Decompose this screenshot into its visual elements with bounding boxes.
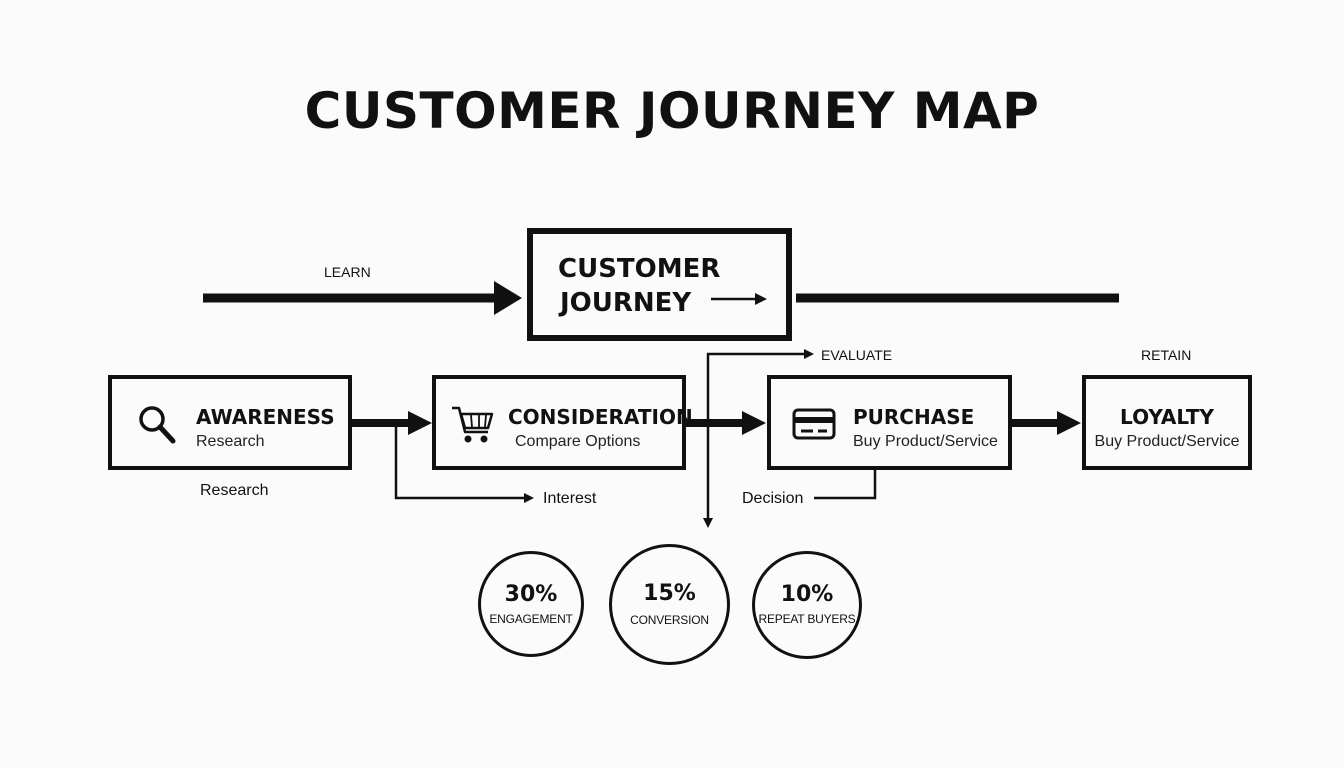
purchase-to-loyalty-arrowhead <box>1057 411 1081 435</box>
retain-label: RETAIN <box>1141 347 1192 363</box>
metric-repeat-buyers: 10% REPEAT BUYERS <box>752 551 862 659</box>
interest-label: Interest <box>543 490 597 507</box>
search-icon <box>139 406 176 444</box>
stage-subtitle: Research <box>196 433 265 450</box>
evaluate-branch-line <box>706 352 806 520</box>
metric-value: 15% <box>643 581 696 606</box>
credit-card-icon <box>792 408 836 440</box>
stage-subtitle: Buy Product/Service <box>853 433 998 450</box>
stage-awareness: AWARENESS Research <box>108 375 352 470</box>
evaluate-label: EVALUATE <box>821 347 893 363</box>
customer-journey-box: CUSTOMER JOURNEY <box>527 228 792 341</box>
interest-branch-line <box>394 424 526 500</box>
evaluate-down-arrowhead <box>703 518 713 528</box>
metric-label: REPEAT BUYERS <box>758 612 856 626</box>
research-label: Research <box>200 482 269 499</box>
metric-value: 30% <box>504 582 558 607</box>
arrow-right-icon <box>711 293 767 305</box>
interest-branch-arrowhead <box>524 493 534 503</box>
stage-title: PURCHASE <box>853 405 975 429</box>
center-box-line-1: CUSTOMER <box>558 254 721 284</box>
cart-icon <box>452 406 494 443</box>
center-box-line-2: JOURNEY <box>560 288 692 318</box>
stage-loyalty: LOYALTY Buy Product/Service <box>1082 375 1252 470</box>
learn-label: LEARN <box>324 264 371 280</box>
metric-value: 10% <box>780 582 834 607</box>
stage-title: CONSIDERATION <box>508 405 693 429</box>
decision-label: Decision <box>742 490 804 507</box>
stage-subtitle: Compare Options <box>515 433 641 450</box>
evaluate-branch-arrowhead <box>804 349 814 359</box>
stage-purchase: PURCHASE Buy Product/Service <box>767 375 1012 470</box>
metric-label: CONVERSION <box>630 613 709 627</box>
stage-title: LOYALTY <box>1120 405 1214 429</box>
metric-label: ENGAGEMENT <box>489 612 573 626</box>
awareness-to-consideration-arrowhead <box>408 411 432 435</box>
stage-title: AWARENESS <box>196 405 335 429</box>
decision-branch-line <box>814 468 877 500</box>
page-title: CUSTOMER JOURNEY MAP <box>304 82 1040 140</box>
metric-engagement: 30% ENGAGEMENT <box>478 551 584 657</box>
stage-subtitle: Buy Product/Service <box>1094 433 1240 450</box>
stage-consideration: CONSIDERATION Compare Options <box>432 375 693 470</box>
learn-flow-arrowhead <box>494 281 522 315</box>
consideration-to-purchase-arrowhead <box>742 411 766 435</box>
metric-conversion: 15% CONVERSION <box>609 544 730 665</box>
